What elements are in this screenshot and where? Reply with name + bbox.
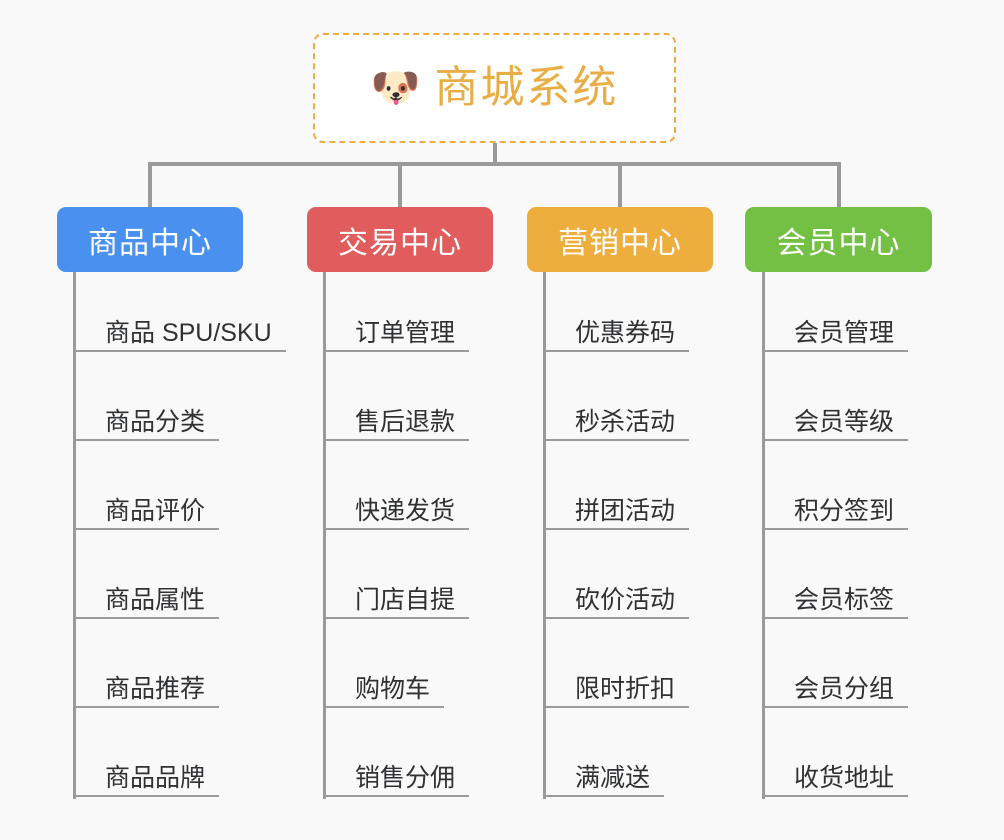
category-label: 交易中心	[338, 226, 462, 260]
leaf-item-label: 会员分组	[794, 675, 895, 703]
root-title: 商城系统	[434, 63, 619, 112]
branch-drop-3	[836, 162, 841, 207]
leaf-item-label: 会员等级	[794, 408, 895, 436]
branch-spine-3	[543, 272, 546, 799]
leaf-item-underline	[323, 528, 469, 530]
root-node[interactable]: 🐶 商城系统	[313, 33, 676, 143]
branch-drop-2	[618, 162, 622, 207]
leaf-item-label: 商品属性	[105, 586, 206, 614]
leaf-item-underline	[73, 617, 219, 619]
leaf-item-label: 收货地址	[794, 764, 895, 792]
category-label: 商品中心	[88, 226, 212, 260]
leaf-item-underline	[543, 617, 689, 619]
leaf-item-label: 会员管理	[794, 319, 895, 347]
leaf-item-underline	[73, 439, 219, 441]
leaf-item-underline	[543, 706, 689, 708]
category-box-3[interactable]: 营销中心	[527, 207, 713, 272]
leaf-item-label: 拼团活动	[575, 497, 676, 525]
leaf-item-underline	[762, 617, 908, 619]
category-label: 营销中心	[558, 226, 682, 260]
leaf-item-underline	[543, 439, 689, 441]
dog-face-icon: 🐶	[370, 66, 421, 110]
leaf-item-label: 购物车	[355, 675, 431, 703]
branch-drop-0	[148, 162, 152, 207]
leaf-item-underline	[543, 350, 689, 352]
leaf-item-label: 商品品牌	[105, 764, 206, 792]
category-label: 会员中心	[776, 226, 901, 260]
leaf-item-label: 砍价活动	[575, 586, 676, 614]
leaf-item-underline	[73, 795, 219, 797]
leaf-item-label: 积分签到	[794, 497, 895, 525]
leaf-item-label: 售后退款	[355, 408, 456, 436]
branch-spine-2	[323, 272, 326, 799]
category-box-1[interactable]: 商品中心	[57, 207, 243, 272]
leaf-item-label: 优惠券码	[575, 319, 676, 347]
horizontal-bus	[148, 162, 841, 166]
leaf-item-underline	[762, 528, 908, 530]
leaf-item-label: 限时折扣	[575, 675, 676, 703]
leaf-item-label: 满减送	[575, 764, 651, 792]
branch-drop-1	[398, 162, 402, 207]
leaf-item-underline	[762, 706, 908, 708]
leaf-item-underline	[73, 528, 219, 530]
leaf-item-label: 秒杀活动	[575, 408, 676, 436]
leaf-item-underline	[73, 706, 219, 708]
leaf-item-label: 商品评价	[105, 497, 206, 525]
root-stem	[492, 143, 497, 166]
leaf-item-underline	[323, 439, 469, 441]
leaf-item-label: 订单管理	[355, 319, 456, 347]
category-box-2[interactable]: 交易中心	[307, 207, 493, 272]
leaf-item-underline	[762, 439, 908, 441]
leaf-item-underline	[762, 795, 908, 797]
leaf-item-label: 快递发货	[355, 497, 456, 525]
branch-spine-1	[73, 272, 76, 799]
category-box-4[interactable]: 会员中心	[745, 207, 932, 272]
leaf-item-underline	[543, 528, 689, 530]
leaf-item-label: 会员标签	[794, 586, 895, 614]
leaf-item-label: 销售分佣	[355, 764, 456, 792]
leaf-item-underline	[323, 795, 469, 797]
leaf-item-underline	[323, 617, 469, 619]
leaf-item-label: 商品推荐	[105, 675, 206, 703]
leaf-item-underline	[323, 350, 469, 352]
leaf-item-underline	[323, 706, 444, 708]
leaf-item-underline	[543, 795, 664, 797]
leaf-item-label: 商品分类	[105, 408, 206, 436]
leaf-item-label: 门店自提	[355, 586, 456, 614]
leaf-item-underline	[762, 350, 908, 352]
branch-spine-4	[762, 272, 765, 799]
leaf-item-label: 商品 SPU/SKU	[105, 319, 272, 347]
leaf-item-underline	[73, 350, 286, 352]
